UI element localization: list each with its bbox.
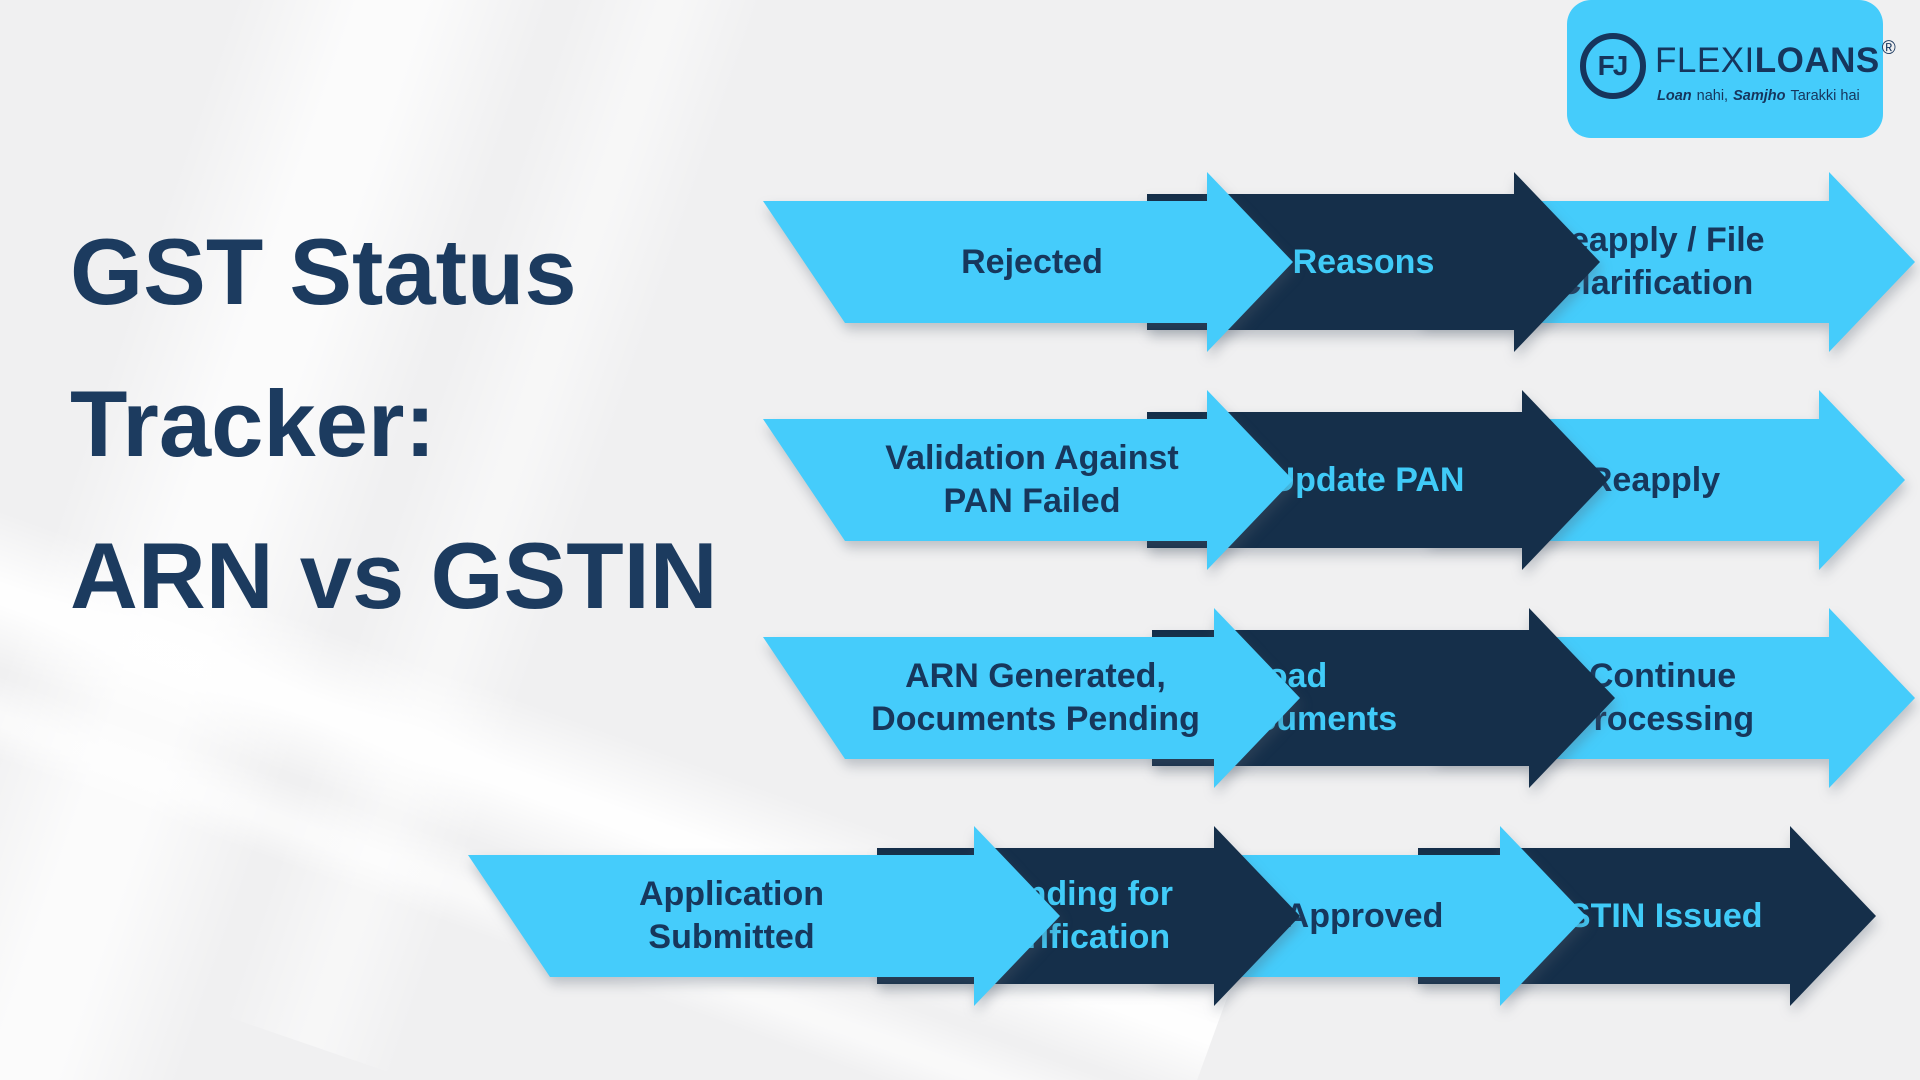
- brand-prefix: FLEXI: [1655, 41, 1755, 80]
- tagline-word: Loan: [1657, 88, 1692, 104]
- page-title: GST Status Tracker: ARN vs GSTIN: [70, 219, 718, 628]
- tagline-word: Tarakki hai: [1790, 88, 1860, 104]
- registered-trademark-icon: ®: [1881, 38, 1896, 59]
- step-label: Rejected: [961, 242, 1103, 281]
- step-label: Continue Processing: [1570, 657, 1755, 738]
- tagline-word: nahi,: [1696, 88, 1729, 104]
- step-rejected: Rejected: [763, 172, 1205, 352]
- step-label: Approved: [1284, 896, 1444, 935]
- step-application-submitted: Application Submitted: [468, 826, 935, 1006]
- brand-suffix: LOANS: [1754, 41, 1880, 80]
- flexiloans-monogram-icon: FJ: [1580, 33, 1646, 99]
- step-arn-generated-documents-pending: ARN Generated, Documents Pending: [763, 608, 1212, 788]
- step-label: Reapply: [1587, 460, 1721, 499]
- step-label: Application Submitted: [638, 875, 825, 956]
- tagline-word: Samjho: [1733, 88, 1786, 104]
- step-label: Validation Against PAN Failed: [885, 439, 1179, 520]
- step-label: Reasons: [1292, 242, 1435, 281]
- step-label: ARN Generated, Documents Pending: [871, 657, 1200, 738]
- step-validation-against-pan-failed: Validation Against PAN Failed: [763, 390, 1205, 570]
- brand-tagline: Loan nahi, Samjho Tarakki hai: [1657, 88, 1860, 104]
- monogram-letters: FJ: [1597, 50, 1629, 81]
